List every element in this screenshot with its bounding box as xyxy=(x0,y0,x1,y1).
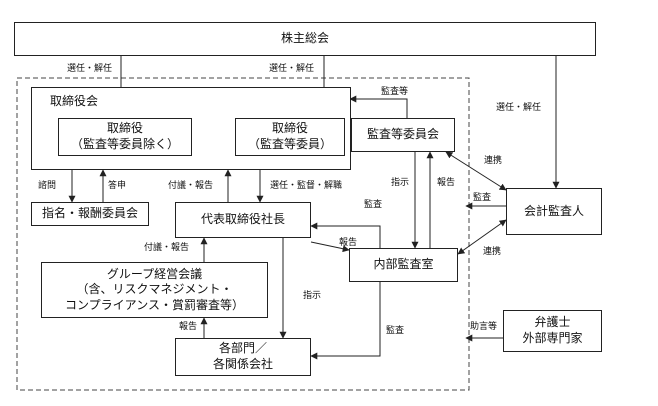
label-instruct-1: 指示 xyxy=(391,178,410,188)
accounting-auditor-box: 会計監査人 xyxy=(506,188,602,235)
label-advice: 助言等 xyxy=(470,322,498,332)
label-report-mid: 報告 xyxy=(339,238,358,248)
arrow-cooperate-internal xyxy=(457,219,507,255)
label-audit-dept: 監査 xyxy=(386,326,405,336)
arrow-audit-departments xyxy=(310,282,381,360)
label-instruct-2: 指示 xyxy=(303,291,322,301)
label-cooperate-2: 連携 xyxy=(483,247,502,257)
label-audit-top: 監査等 xyxy=(381,87,409,97)
shareholders-meeting-box: 株主総会 xyxy=(14,22,596,56)
president-box: 代表取締役社長 xyxy=(175,202,311,238)
label-report-1: 報告 xyxy=(437,178,456,188)
nomination-committee-box: 指名・報酬委員会 xyxy=(31,202,149,226)
label-cooperate-1: 連携 xyxy=(484,156,503,166)
lawyer-box: 弁護士 外部専門家 xyxy=(503,310,602,352)
departments-box: 各部門／ 各関係会社 xyxy=(175,338,311,376)
arrow-report-internal xyxy=(310,241,350,253)
directors-box: 取締役 （監査等委員除く） xyxy=(58,118,192,156)
arrow-audit-president xyxy=(310,222,381,248)
label-elect-supervise: 選任・監督・解職 xyxy=(270,181,343,191)
arrow-audit-board xyxy=(349,95,408,118)
internal-audit-box: 内部監査室 xyxy=(349,248,458,282)
label-report-board: 付議・報告 xyxy=(168,181,214,191)
group-meeting-box: グループ経営会議 （含、リスクマネジメント・ コンプライアンス・賞罰審査等） xyxy=(41,262,268,318)
label-report-dept: 報告 xyxy=(179,322,198,332)
label-audit-mid: 監査 xyxy=(364,200,383,210)
label-consult: 諮問 xyxy=(38,181,57,191)
audit-committee-box: 監査等委員会 xyxy=(351,118,455,152)
label-elect-3: 選任・解任 xyxy=(496,103,542,113)
directors-audit-committee-box: 取締役 （監査等委員） xyxy=(235,118,345,156)
label-report-group: 付議・報告 xyxy=(144,243,190,253)
label-elect-1: 選任・解任 xyxy=(67,64,113,74)
label-audit-external: 監査 xyxy=(473,193,492,203)
label-elect-2: 選任・解任 xyxy=(269,64,315,74)
label-answer: 答申 xyxy=(108,181,127,191)
arrow-cooperate-committee xyxy=(445,151,507,191)
